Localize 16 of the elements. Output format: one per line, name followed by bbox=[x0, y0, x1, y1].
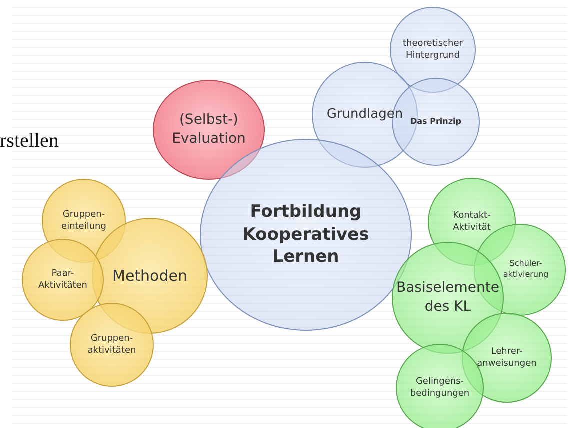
bubble-label: Lehrer- anweisungen bbox=[476, 346, 538, 370]
bubble-label: (Selbst-) Evaluation bbox=[171, 111, 247, 149]
bubble-label: Das Prinzip bbox=[410, 116, 462, 128]
bubble-label: theoretischer Hintergrund bbox=[402, 38, 464, 62]
bubble-label: Gelingens- bedingungen bbox=[409, 376, 471, 400]
cut-off-text: rstellen bbox=[0, 130, 59, 153]
bubble-label: Methoden bbox=[112, 266, 188, 286]
bubble-label: Gruppen- aktivitäten bbox=[86, 332, 138, 358]
bubble bbox=[22, 239, 104, 321]
bubble-label: Grundlagen bbox=[326, 106, 404, 124]
bubble-label: Kontakt- Aktivität bbox=[452, 210, 492, 234]
bubble-label: Schüler- aktivierung bbox=[502, 259, 550, 281]
bubble-label: Fortbildung Kooperatives Lernen bbox=[242, 200, 370, 270]
bubble-label: Basiselemente des KL bbox=[396, 279, 500, 317]
bubble-label: Paar- Aktivitäten bbox=[37, 268, 89, 292]
bubble-label: Gruppen- einteilung bbox=[60, 208, 108, 234]
